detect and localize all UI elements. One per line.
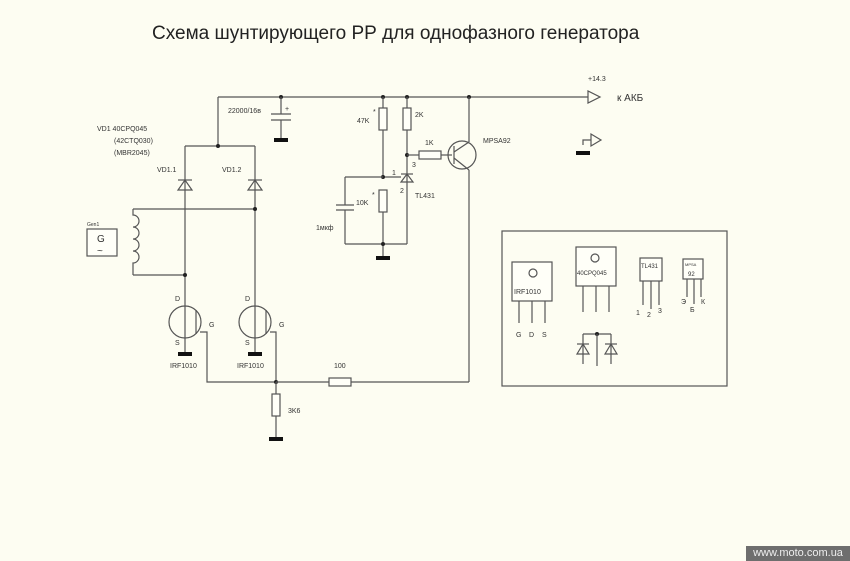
pinout-irf-pin-d: D xyxy=(529,332,534,339)
mounting-hole-icon xyxy=(590,253,600,263)
pinout-irf-pin-s: S xyxy=(542,332,547,339)
mosfet-2-d: D xyxy=(245,296,250,303)
ground-icon xyxy=(248,352,262,356)
transistor-label: MPSA92 xyxy=(483,138,511,145)
diode-name: VD1 40CPQ045 xyxy=(97,126,147,133)
transistor-mpsa92-icon xyxy=(447,140,477,170)
output-label: к АКБ xyxy=(617,93,644,104)
resistor-3k6 xyxy=(271,393,281,417)
pinout-mpsa-pin-b: Б xyxy=(690,307,695,314)
tl431-pin1: 1 xyxy=(392,170,396,177)
pinout-mpsa-pin-e: Э xyxy=(681,299,686,306)
tl431-icon xyxy=(399,173,415,183)
pinout-box xyxy=(501,230,728,387)
pinout-tl-pin-3: 3 xyxy=(658,308,662,315)
junction xyxy=(216,144,220,148)
diode-vd1-1-icon xyxy=(176,178,194,191)
pinout-mpsa-label-1: MPSA xyxy=(685,262,697,267)
diode-alt-2: (MBR2045) xyxy=(114,150,150,157)
resistor-1k xyxy=(418,150,442,160)
irf-package xyxy=(511,261,553,302)
ground-icon xyxy=(274,138,288,142)
tl431-pin2: 2 xyxy=(400,188,404,195)
resistor-47k xyxy=(378,107,388,131)
pinout-mpsa-label-2: 92 xyxy=(688,272,695,278)
mounting-hole-icon xyxy=(528,268,538,278)
transistor-collector xyxy=(453,157,470,171)
resistor-47k-label: 47K xyxy=(357,118,370,125)
diode-alt-1: (42CTQ030) xyxy=(114,138,153,145)
pinout-mpsa-pin-k: К xyxy=(701,299,706,306)
resistor-100 xyxy=(328,377,352,387)
output-voltage: +14.3 xyxy=(588,76,606,83)
mosfet-1-d: D xyxy=(175,296,180,303)
capacitor-main-value: 22000/16в xyxy=(228,108,261,115)
pinout-tl-pin-2: 2 xyxy=(647,312,651,319)
ground-port-icon xyxy=(590,132,603,148)
resistor-47k-mark: * xyxy=(373,109,376,116)
gate-wire xyxy=(270,331,277,382)
gate-wire xyxy=(200,331,275,383)
diode-2-label: VD1.2 xyxy=(222,167,242,174)
cpq-package xyxy=(575,246,617,287)
mpsa-package xyxy=(682,258,704,280)
mosfet-2-s: S xyxy=(245,340,250,347)
ground-icon xyxy=(576,151,590,155)
watermark[interactable]: www.moto.com.ua xyxy=(746,546,850,561)
pinout-irf-label: IRF1010 xyxy=(514,289,541,296)
output-port-icon xyxy=(587,90,602,104)
resistor-3k6-label: 3K6 xyxy=(288,408,301,415)
transistor-emitter xyxy=(453,141,470,153)
diode-vd1-2-icon xyxy=(246,178,264,191)
generator-box xyxy=(86,228,118,257)
pinout-tl-pin-1: 1 xyxy=(636,310,640,317)
ground-icon xyxy=(178,352,192,356)
generator-wave-icon: ~ xyxy=(97,246,103,257)
resistor-1k-label: 1K xyxy=(425,140,434,147)
resistor-2k-label: 2K xyxy=(415,112,424,119)
capacitor-small-label: 1мкф xyxy=(316,225,334,232)
pinout-cpq-label: 40CPQ045 xyxy=(577,271,607,277)
resistor-10k xyxy=(378,189,388,213)
mosfet-2-label: IRF1010 xyxy=(237,363,264,370)
junction xyxy=(253,207,257,211)
resistor-2k xyxy=(402,107,412,131)
tl431-pin3: 3 xyxy=(412,162,416,169)
junction xyxy=(183,273,187,277)
generator-ref: Gen1 xyxy=(87,222,99,228)
generator-coil-icon xyxy=(132,209,140,275)
mosfet-1-label: IRF1010 xyxy=(170,363,197,370)
ground-icon xyxy=(269,437,283,441)
resistor-10k-mark: * xyxy=(372,192,375,199)
generator-symbol: G xyxy=(97,234,105,245)
pinout-irf-pin-g: G xyxy=(516,332,521,339)
mosfet-1-s: S xyxy=(175,340,180,347)
diode-1-label: VD1.1 xyxy=(157,167,177,174)
pinout-tl-label: TL431 xyxy=(641,264,659,270)
resistor-100-label: 100 xyxy=(334,363,346,370)
capacitor-polarity: + xyxy=(285,106,289,113)
mosfet-1-g: G xyxy=(209,322,214,329)
mosfet-2-g: G xyxy=(279,322,284,329)
junction xyxy=(381,242,385,246)
diagram-title: Схема шунтирующего РР для однофазного ге… xyxy=(152,23,640,44)
diode-icon xyxy=(575,342,591,355)
diode-icon xyxy=(603,342,619,355)
tl431-label: TL431 xyxy=(415,193,435,200)
resistor-10k-label: 10K xyxy=(356,200,369,207)
ground-icon xyxy=(376,256,390,260)
wire xyxy=(582,139,591,145)
